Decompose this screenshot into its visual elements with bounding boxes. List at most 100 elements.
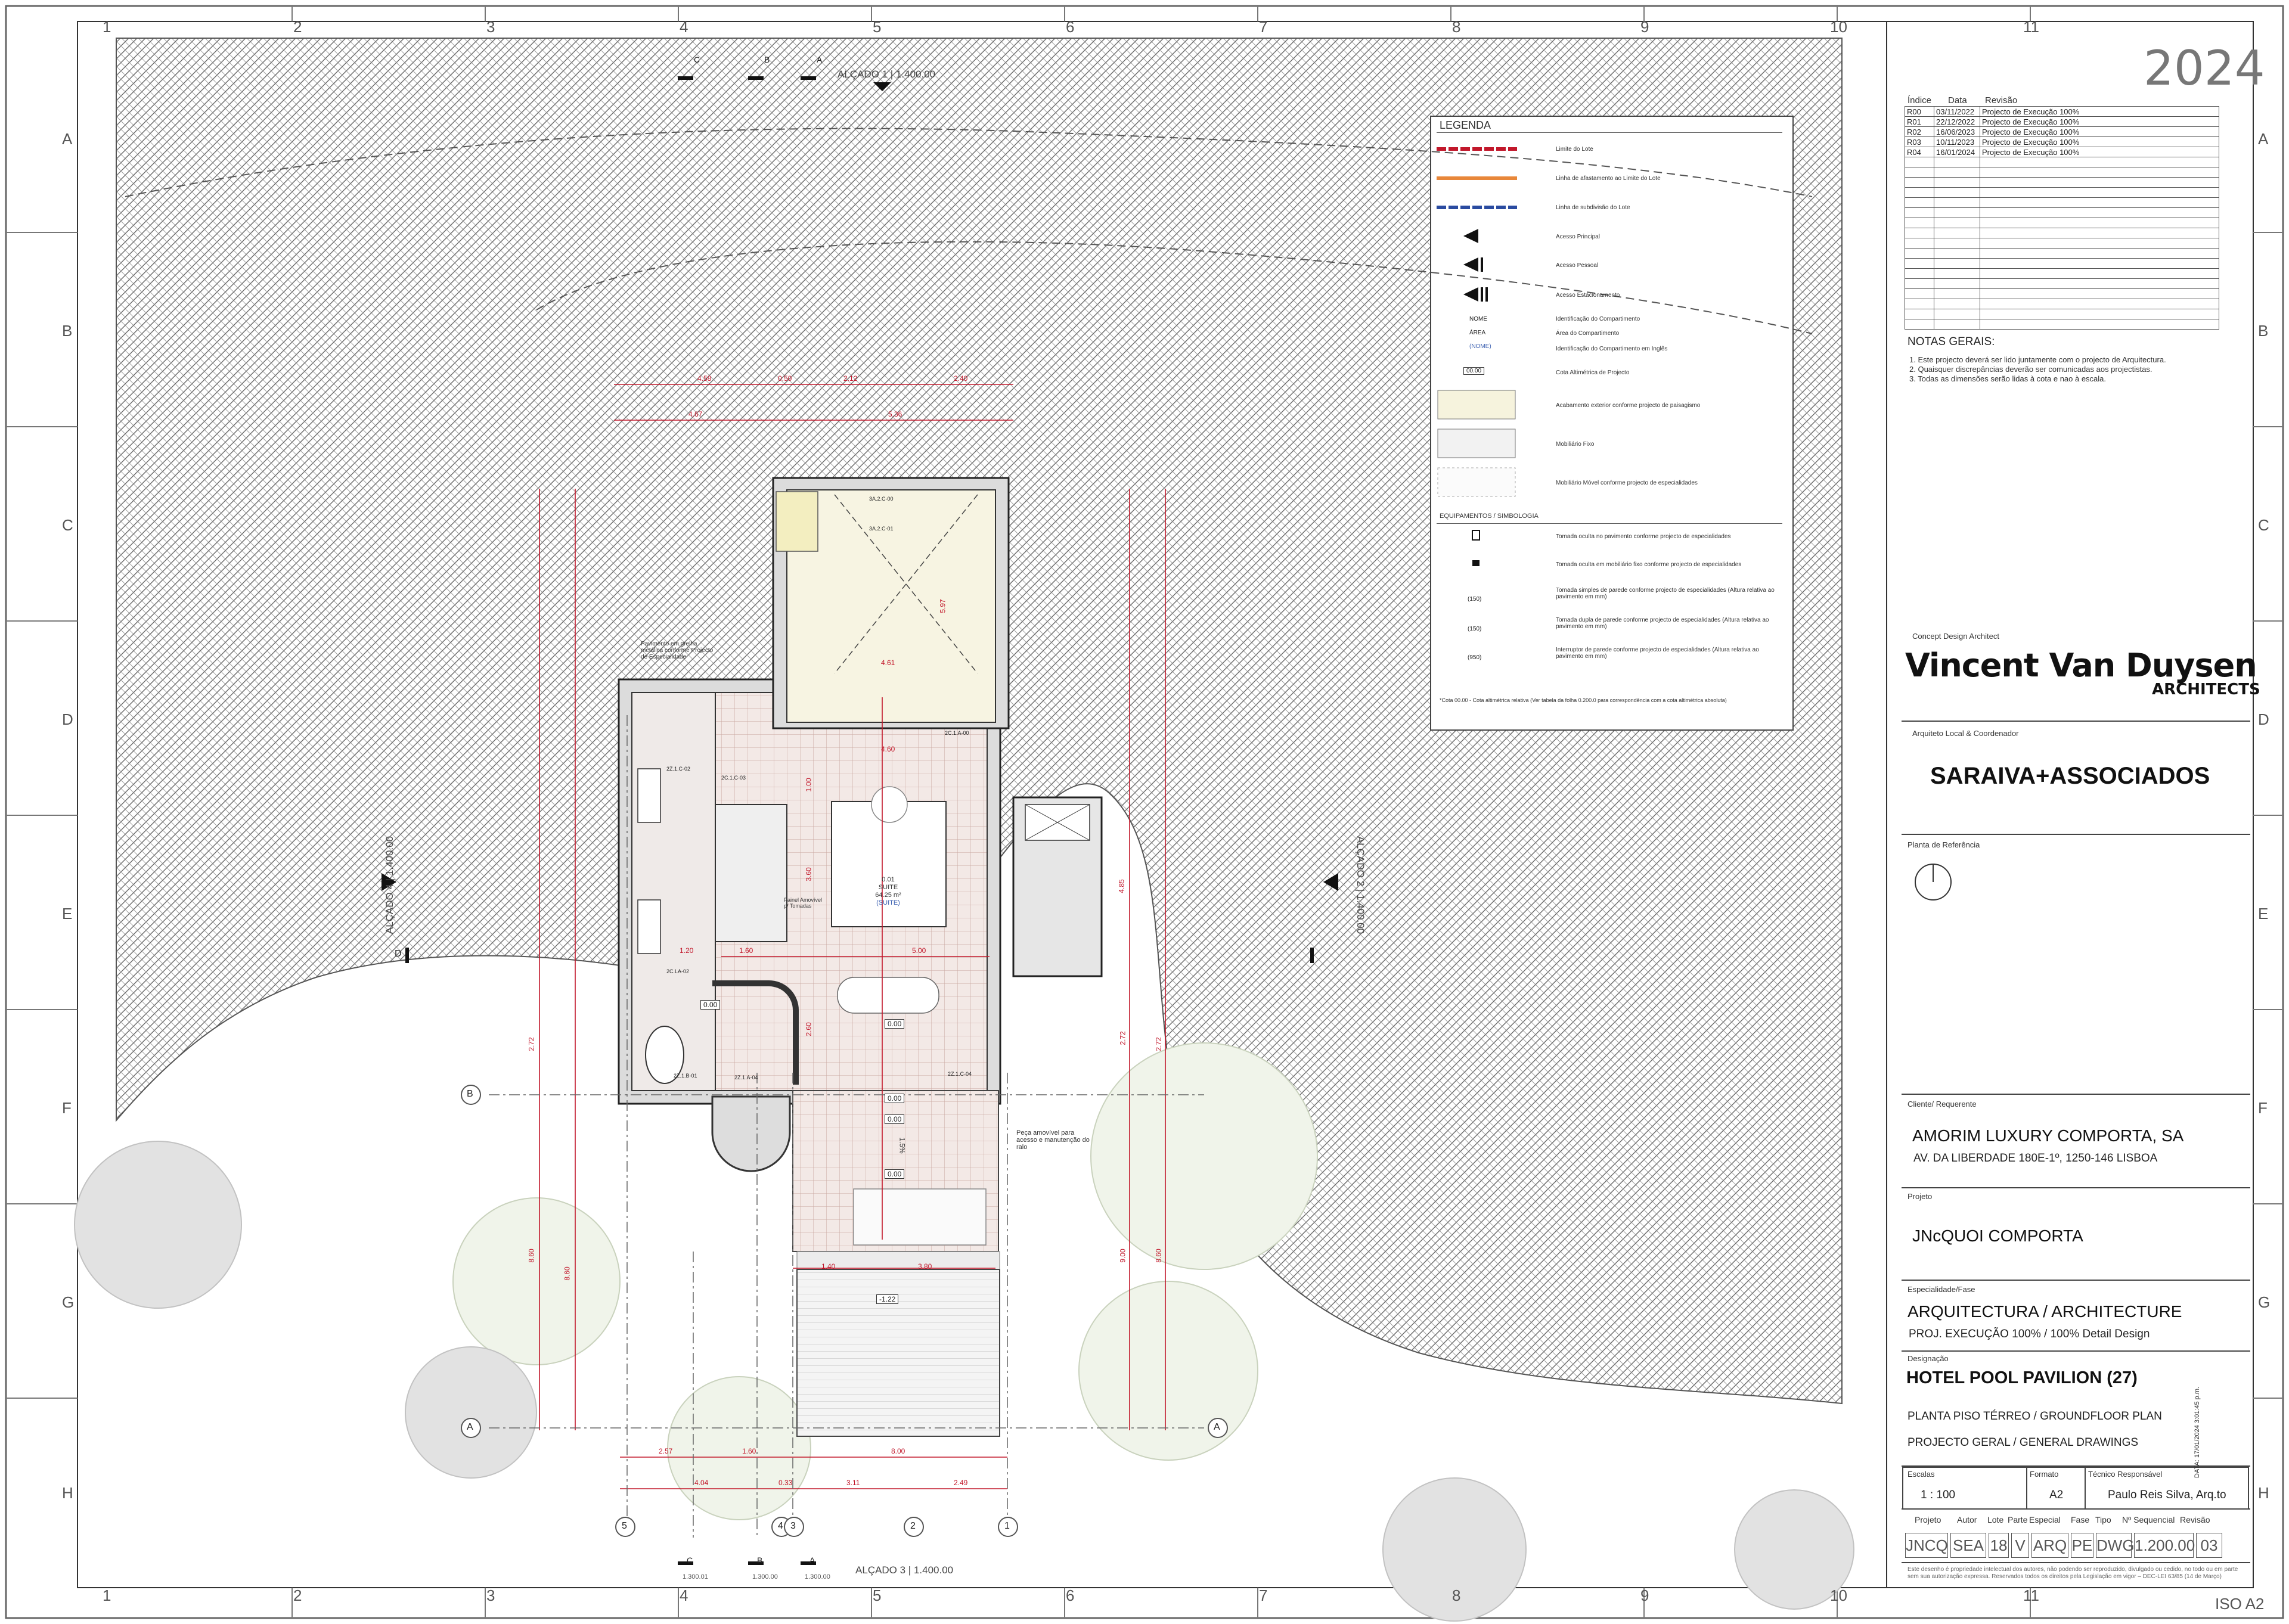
code-header: Projeto: [1915, 1515, 1941, 1524]
designation-main: HOTEL POOL PAVILION (27): [1906, 1368, 2138, 1387]
row-label: E: [62, 905, 73, 923]
door-tag: 2C.LA-02: [666, 968, 690, 974]
col-label: 9: [1640, 1586, 1649, 1604]
room-name: SUITE: [878, 884, 898, 891]
legend-item: Cota Altimétrica de Projecto: [1556, 369, 1630, 376]
rev-cell: R04: [1905, 147, 1934, 157]
code-value: SEA: [1950, 1533, 1986, 1558]
row-label: F: [62, 1099, 72, 1117]
rev-cell: 03/11/2022: [1934, 106, 1980, 117]
code-header: Especial: [2029, 1515, 2061, 1524]
legend-item: Limite do Lote: [1556, 146, 1593, 153]
rev-cell: 16/01/2024: [1934, 147, 1980, 157]
rev-cell: 10/11/2023: [1934, 136, 1980, 147]
legend-item: Mobiliário Móvel conforme projecto de es…: [1556, 480, 1698, 486]
code-value: 18: [1989, 1533, 2009, 1558]
dimension-text: 1.20: [680, 946, 694, 955]
code-header: Revisão: [2180, 1515, 2210, 1524]
grid-bubble-label: A: [467, 1422, 473, 1432]
legend-item: Identificação do Compartimento: [1556, 316, 1640, 322]
local-label: Arquiteto Local & Coordenador: [1912, 729, 2019, 738]
col-label: 3: [486, 18, 495, 36]
format-value: A2: [2049, 1489, 2064, 1501]
col-label: 6: [1066, 1586, 1075, 1604]
grid-bubble-circles: [461, 1085, 1228, 1537]
section-mark-d: D: [395, 949, 402, 959]
code-header: Autor: [1957, 1515, 1977, 1524]
project-name: JNcQUOI COMPORTA: [1912, 1226, 2083, 1245]
rev-cell: R02: [1905, 126, 1934, 137]
rev-cell: R00: [1905, 106, 1934, 117]
code-header: Parte: [2008, 1515, 2028, 1524]
section-ref: 1.300.01: [683, 1573, 708, 1580]
row-label: G: [62, 1293, 75, 1311]
equip-item: Interruptor de parede conforme projecto …: [1556, 647, 1759, 660]
legend-symbols: [1437, 147, 1517, 566]
legend-item: Linha de afastamento ao Limite do Lote: [1556, 175, 1661, 182]
note-bed: Painel Amovível p/ Tomadas: [784, 897, 823, 909]
row-label: F: [2258, 1099, 2268, 1117]
local-name: SARAIVA+ASSOCIADOS: [1930, 763, 2210, 789]
dimension-text: 2.72: [1118, 1031, 1127, 1045]
col-label: 1: [103, 18, 111, 36]
legend-item: Acesso Estacionamento: [1556, 292, 1620, 299]
code-value: PE: [2071, 1533, 2093, 1558]
code-value: DWG: [2096, 1533, 2135, 1558]
rev-cell: Projecto de Execução 100%: [1980, 136, 2219, 147]
level-tag: 0.00: [700, 1000, 721, 1010]
legend-title: LEGENDA: [1440, 119, 1491, 131]
col-label: 5: [873, 1586, 882, 1604]
equip-height: (150): [1468, 626, 1482, 632]
section-arrows: [382, 76, 1338, 1565]
section-mark: C: [687, 1555, 693, 1565]
tech-value: Paulo Reis Silva, Arq.to: [2108, 1489, 2226, 1501]
rev-cell: R01: [1905, 116, 1934, 127]
room-tag: 0.01 SUITE 64.25 m² (SUITE): [852, 876, 924, 907]
door-tag: 2C.1.A-00: [945, 730, 969, 736]
dimension-text: 8.60: [527, 1249, 536, 1263]
dimension-text: 2.12: [843, 374, 858, 383]
elevation-label-top: ALÇADO 1 | 1.400.00: [838, 69, 936, 80]
code-header: Nº Sequencial: [2122, 1515, 2175, 1524]
dimension-text: 1.60: [739, 946, 753, 955]
dimension-text: 4.61: [881, 659, 895, 667]
specialty-name: ARQUITECTURA / ARCHITECTURE: [1908, 1302, 2182, 1321]
code-header: Lote: [1987, 1515, 2004, 1524]
dimension-text: 3.11: [846, 1479, 860, 1487]
door-tag: 3A.2.C-00: [869, 496, 894, 502]
door-tag: 2Z.1.A-04: [734, 1075, 758, 1080]
row-label: A: [2258, 130, 2269, 148]
code-header: Tipo: [2095, 1515, 2111, 1524]
dimension-text: 2.72: [527, 1037, 536, 1051]
section-ref: 1.300.00: [752, 1573, 778, 1580]
grid-ruler: [6, 6, 2283, 1618]
col-label: 10: [1830, 1586, 1847, 1604]
dimension-text: 4.04: [694, 1479, 709, 1487]
side-date-stamp: DATA: 17/01/2024 3:01:45 p.m.: [2194, 1386, 2201, 1478]
room-area: 64.25 m²: [875, 892, 901, 899]
specialty-phase: PROJ. EXECUÇÃO 100% / 100% Detail Design: [1909, 1328, 2150, 1340]
legend-item: Acesso Pessoal: [1556, 262, 1599, 269]
equip-item: Tomada dupla de parede conforme projecto…: [1556, 617, 1769, 630]
legend-item: Área do Compartimento: [1556, 330, 1620, 337]
dimension-text: 2.72: [1154, 1037, 1163, 1051]
door-tag: 2Z.1.C-04: [948, 1071, 972, 1077]
rev-cell: 22/12/2022: [1934, 116, 1980, 127]
grid-bubble-label: 5: [622, 1521, 627, 1531]
grid-lines: [489, 715, 1204, 1538]
section-mark: C: [694, 55, 700, 64]
room-name-en: (SUITE): [876, 899, 900, 906]
designation-label: Designação: [1908, 1354, 1949, 1363]
legend-item: Identificação do Compartimento em Inglês: [1556, 346, 1668, 352]
dimension-text: 2.60: [804, 1022, 813, 1036]
grid-bubble-label: A: [1214, 1422, 1220, 1432]
dimension-text: 8.60: [563, 1266, 572, 1281]
equip-height: (950): [1468, 654, 1482, 661]
rev-cell: 16/06/2023: [1934, 126, 1980, 137]
col-label: 10: [1830, 18, 1847, 36]
elevation-label-bottom: ALÇADO 3 | 1.400.00: [855, 1564, 954, 1576]
specialty-label: Especialidade/Fase: [1908, 1285, 1975, 1294]
col-label: 8: [1452, 18, 1461, 36]
building: [618, 477, 1103, 1437]
